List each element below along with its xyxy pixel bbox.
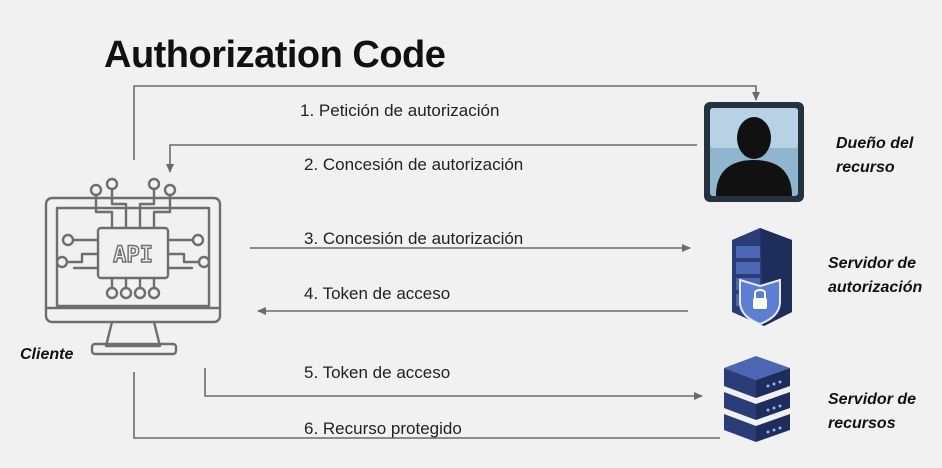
resource-server-icon [724, 356, 790, 442]
step-5-label: 5. Token de acceso [304, 363, 451, 382]
arrow-step-5 [204, 368, 703, 400]
step-3-label: 3. Concesión de autorización [304, 229, 524, 248]
auth-server-label: Servidor de autorización [828, 255, 923, 296]
authorization-server-icon [732, 228, 792, 326]
api-chip-label: API [113, 243, 153, 268]
step-6-label: 6. Recurso protegido [304, 419, 462, 438]
arrow-step-6 [133, 372, 720, 439]
step-2-label: 2. Concesión de autorización [304, 155, 524, 174]
resource-server-label: Servidor de recursos [828, 391, 917, 432]
step-1-label: 1. Petición de autorización [300, 101, 500, 120]
client-label: Cliente [20, 346, 74, 363]
diagram-title: Authorization Code [104, 34, 446, 76]
arrow-step-1 [133, 85, 760, 160]
step-4-label: 4. Token de acceso [304, 284, 451, 303]
resource-owner-icon [704, 102, 804, 202]
arrow-step-2 [166, 144, 697, 173]
owner-label: Dueño del recurso [836, 135, 914, 176]
client-computer-icon [44, 177, 222, 356]
